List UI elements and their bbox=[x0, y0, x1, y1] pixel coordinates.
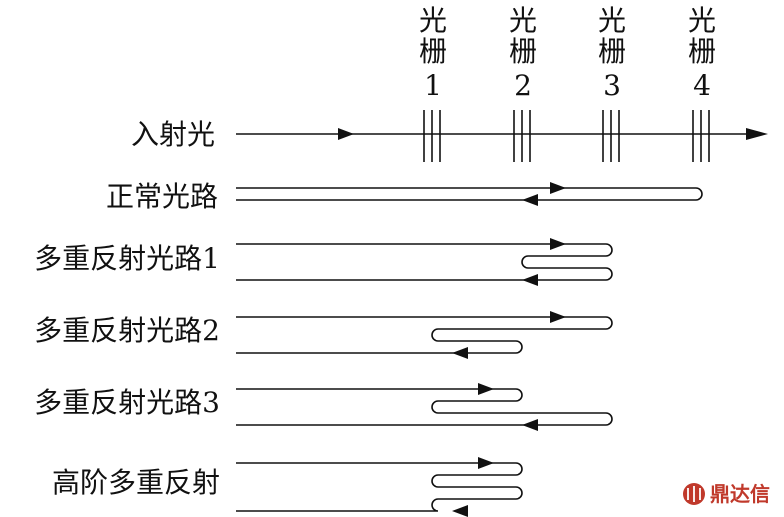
grating-3-number: 3 bbox=[603, 69, 621, 102]
grating-4-char2: 栅 bbox=[688, 35, 716, 68]
multi-path-3 bbox=[236, 383, 613, 431]
grating-2-char2: 栅 bbox=[509, 35, 537, 68]
multi1-arrow-back bbox=[522, 274, 538, 286]
grating-3-char2: 栅 bbox=[598, 35, 626, 68]
grating-label-2: 光 栅 2 bbox=[509, 4, 537, 102]
normal-path bbox=[236, 182, 703, 206]
grating-bars bbox=[423, 110, 710, 162]
multi1-arrow-forward bbox=[550, 238, 566, 250]
grating-labels: 光 栅 1 光 栅 2 光 栅 3 光 栅 4 bbox=[419, 4, 716, 102]
row-label-high-order: 高阶多重反射 bbox=[52, 466, 220, 499]
grating-bars-1 bbox=[423, 110, 441, 162]
grating-bars-2 bbox=[513, 110, 531, 162]
grating-4-number: 4 bbox=[693, 69, 711, 102]
grating-3-char1: 光 bbox=[598, 4, 626, 37]
high-arrow-back bbox=[452, 505, 468, 517]
normal-arrow-back bbox=[522, 194, 538, 206]
multi-path-1 bbox=[236, 238, 613, 286]
grating-1-char1: 光 bbox=[419, 4, 447, 37]
grating-2-char1: 光 bbox=[509, 4, 537, 37]
high-arrow-forward bbox=[478, 457, 494, 469]
watermark-text: 鼎达信 bbox=[710, 482, 770, 506]
high-order-path bbox=[236, 457, 523, 517]
multi2-arrow-forward bbox=[550, 311, 566, 323]
incident-arrow-end bbox=[746, 128, 768, 140]
multi3-arrow-back bbox=[522, 419, 538, 431]
row-label-incident: 入射光 bbox=[131, 118, 215, 151]
grating-4-char1: 光 bbox=[688, 4, 716, 37]
row-labels: 入射光 正常光路 多重反射光路1 多重反射光路2 多重反射光路3 高阶多重反射 bbox=[34, 118, 220, 499]
row-label-multi-3: 多重反射光路3 bbox=[34, 386, 220, 419]
grating-label-4: 光 栅 4 bbox=[688, 4, 716, 102]
incident-path bbox=[236, 128, 768, 140]
multi3-arrow-forward bbox=[478, 383, 494, 395]
ddx-logo-icon bbox=[683, 483, 705, 505]
grating-label-1: 光 栅 1 bbox=[419, 4, 447, 102]
row-label-multi-2: 多重反射光路2 bbox=[34, 314, 220, 347]
grating-label-3: 光 栅 3 bbox=[598, 4, 626, 102]
multi2-arrow-back bbox=[452, 347, 468, 359]
grating-bars-3 bbox=[602, 110, 620, 162]
row-label-normal: 正常光路 bbox=[106, 180, 218, 213]
watermark: 鼎达信 bbox=[683, 482, 770, 506]
grating-bars-4 bbox=[692, 110, 710, 162]
incident-arrow-mid bbox=[338, 128, 354, 140]
grating-1-char2: 栅 bbox=[419, 35, 447, 68]
row-label-multi-1: 多重反射光路1 bbox=[34, 242, 220, 275]
grating-2-number: 2 bbox=[514, 69, 532, 102]
grating-1-number: 1 bbox=[424, 69, 442, 102]
normal-arrow-forward bbox=[550, 182, 566, 194]
multi-path-2 bbox=[236, 311, 613, 359]
